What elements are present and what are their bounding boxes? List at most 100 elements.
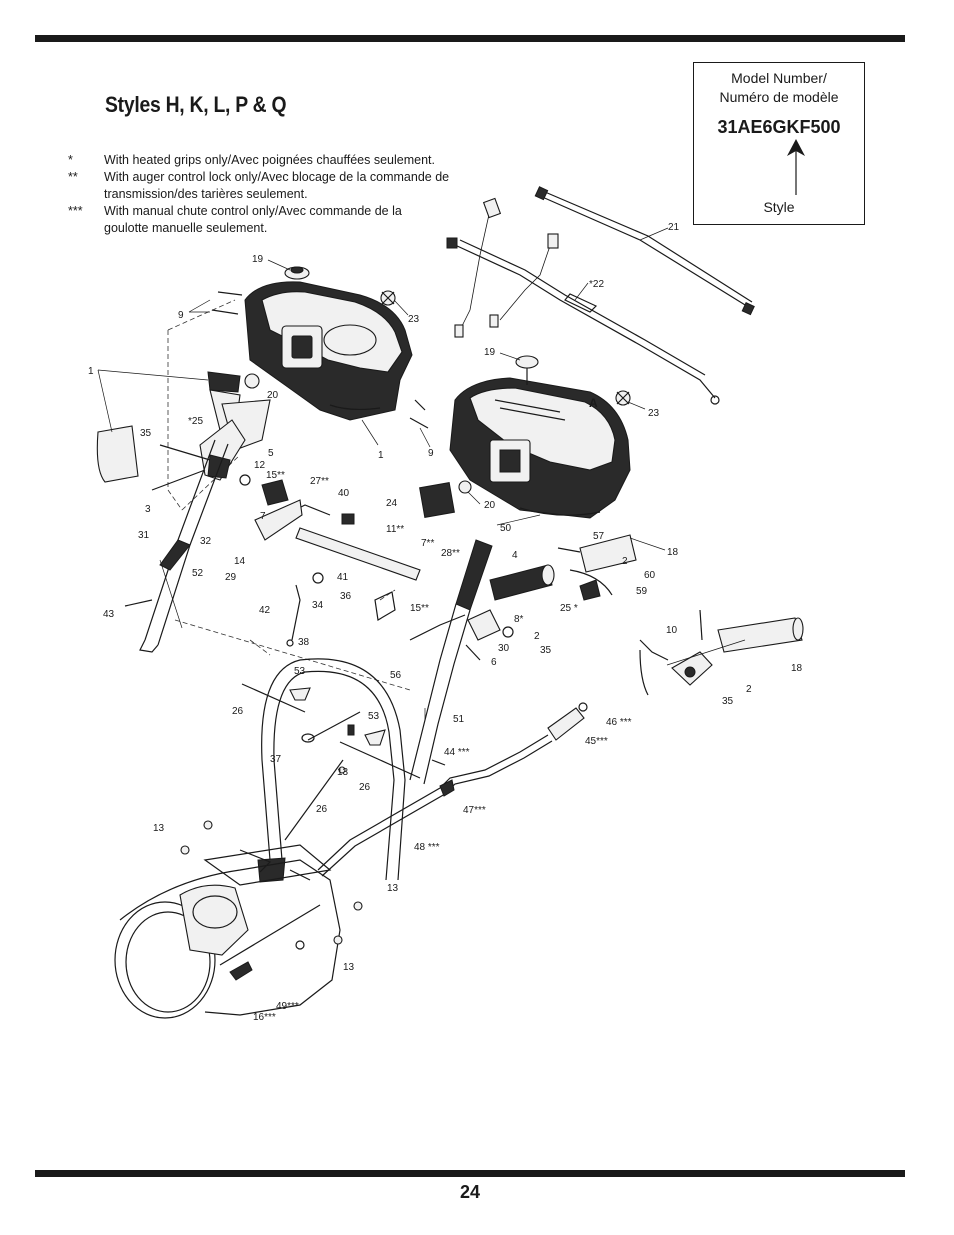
callout-18: 18 bbox=[667, 547, 679, 558]
callout-52: 52 bbox=[192, 568, 204, 579]
callout-1: 1 bbox=[88, 366, 94, 377]
callout-32: 32 bbox=[200, 536, 212, 547]
heated-grip-upper bbox=[557, 534, 637, 601]
bolts-13 bbox=[180, 766, 363, 945]
callout-59: 59 bbox=[636, 586, 648, 597]
callout-18: 18 bbox=[791, 663, 803, 674]
callout-29: 29 bbox=[225, 572, 237, 583]
callout-34: 34 bbox=[312, 600, 324, 611]
callout-25: 25 * bbox=[560, 603, 578, 614]
chute-control-assembly bbox=[151, 419, 289, 506]
callout-8: 8* bbox=[514, 614, 524, 625]
right-upper-handle bbox=[409, 539, 555, 785]
callout-2: 2 bbox=[622, 556, 628, 567]
clip-23-upper bbox=[380, 290, 396, 306]
callout-15: 15** bbox=[410, 603, 429, 614]
callout-23: 23 bbox=[648, 408, 660, 419]
footnotes: * With heated grips only/Avec poignées c… bbox=[68, 152, 484, 237]
knob-19-lower bbox=[515, 355, 539, 385]
callout-53: 53 bbox=[368, 711, 380, 722]
callout-27: 27** bbox=[310, 476, 329, 487]
callout-A: A bbox=[589, 396, 598, 410]
callout-30: 30 bbox=[498, 643, 510, 654]
knob-20-upper bbox=[244, 373, 260, 389]
lock-bracket-assembly bbox=[254, 499, 421, 647]
callout-26: 26 bbox=[316, 804, 328, 815]
callout-labels: 19 9 23 1 20 1 9 21 *22 19 A 23 20 50 35… bbox=[88, 222, 803, 1023]
style-label: Style bbox=[763, 199, 795, 215]
callout-53: 53 bbox=[294, 666, 306, 677]
knob-19-upper bbox=[284, 266, 310, 280]
callout-42: 42 bbox=[259, 605, 271, 616]
auger-housing bbox=[114, 844, 341, 1019]
model-number-box: Model Number/ Numéro de modèle 31AE6GKF5… bbox=[693, 62, 865, 225]
callout-3: 3 bbox=[145, 504, 151, 515]
model-number-label: Model Number/ Numéro de modèle bbox=[719, 70, 839, 105]
callout-56: 56 bbox=[390, 670, 402, 681]
callout-38: 38 bbox=[298, 637, 310, 648]
page-title: Styles H, K, L, P & Q bbox=[105, 92, 287, 117]
heated-grip-switch bbox=[409, 609, 514, 661]
callout-5: 5 bbox=[268, 448, 274, 459]
callout-7: 7** bbox=[421, 538, 434, 549]
callout-10: 10 bbox=[666, 625, 678, 636]
callout-11: 11** bbox=[386, 524, 404, 535]
clip-23-lower bbox=[615, 390, 631, 406]
callout-21: 21 bbox=[668, 222, 680, 233]
footnote-manual-chute: *** With manual chute control only/Avec … bbox=[68, 204, 402, 235]
callout-9: 9 bbox=[428, 448, 434, 459]
callout-20: 20 bbox=[267, 390, 279, 401]
callout-13: 13 bbox=[387, 883, 399, 894]
top-rule bbox=[35, 35, 905, 42]
callout-26: 26 bbox=[359, 782, 371, 793]
chute-crank-assembly bbox=[317, 702, 588, 877]
callout-6: 6 bbox=[491, 657, 497, 668]
callout-35: 35 bbox=[140, 428, 152, 439]
callout-50: 50 bbox=[500, 523, 512, 534]
callout-40: 40 bbox=[338, 488, 350, 499]
callout-48: 48 *** bbox=[414, 842, 440, 853]
heated-grip-lower bbox=[639, 609, 804, 696]
callout-41: 41 bbox=[337, 572, 349, 583]
bolts-9-upper bbox=[211, 291, 429, 429]
shift-rods bbox=[241, 683, 421, 841]
left-upper-handle bbox=[124, 439, 229, 653]
callout-57: 57 bbox=[593, 531, 605, 542]
callout-4: 4 bbox=[512, 550, 518, 561]
callout-19: 19 bbox=[252, 254, 264, 265]
callout-25: *25 bbox=[188, 416, 203, 427]
controller-20-lower bbox=[419, 480, 472, 518]
wire-harness bbox=[446, 186, 755, 405]
callout-37: 37 bbox=[270, 754, 282, 765]
callout-9: 9 bbox=[178, 310, 184, 321]
leader-lines bbox=[97, 227, 746, 720]
callout-26: 26 bbox=[232, 706, 244, 717]
style-arrow-icon bbox=[787, 139, 805, 195]
callout-14: 14 bbox=[234, 556, 246, 567]
callout-49: 49*** bbox=[276, 1001, 299, 1012]
callout-28: 28** bbox=[441, 548, 460, 559]
callout-51: 51 bbox=[453, 714, 465, 725]
callout-20: 20 bbox=[484, 500, 496, 511]
callout-7: 7 bbox=[260, 511, 266, 522]
callout-23: 23 bbox=[408, 314, 420, 325]
front-console-cover bbox=[449, 377, 631, 519]
callout-13: 13 bbox=[343, 962, 355, 973]
callout-2: 2 bbox=[534, 631, 540, 642]
callout-22: *22 bbox=[589, 279, 604, 290]
callout-31: 31 bbox=[138, 530, 150, 541]
callout-43: 43 bbox=[103, 609, 115, 620]
callout-13: 13 bbox=[337, 767, 349, 778]
callout-36: 36 bbox=[340, 591, 352, 602]
model-number: 31AE6GKF500 bbox=[717, 117, 841, 137]
rear-console-cover bbox=[244, 281, 413, 421]
callout-47: 47*** bbox=[463, 805, 486, 816]
footnote-heated-grips: * With heated grips only/Avec poignées c… bbox=[68, 153, 435, 167]
callout-46: 46 *** bbox=[606, 717, 632, 728]
callout-24: 24 bbox=[386, 498, 398, 509]
callout-35: 35 bbox=[540, 645, 552, 656]
callout-35: 35 bbox=[722, 696, 734, 707]
callout-44: 44 *** bbox=[444, 747, 470, 758]
callout-12: 12 bbox=[254, 460, 266, 471]
